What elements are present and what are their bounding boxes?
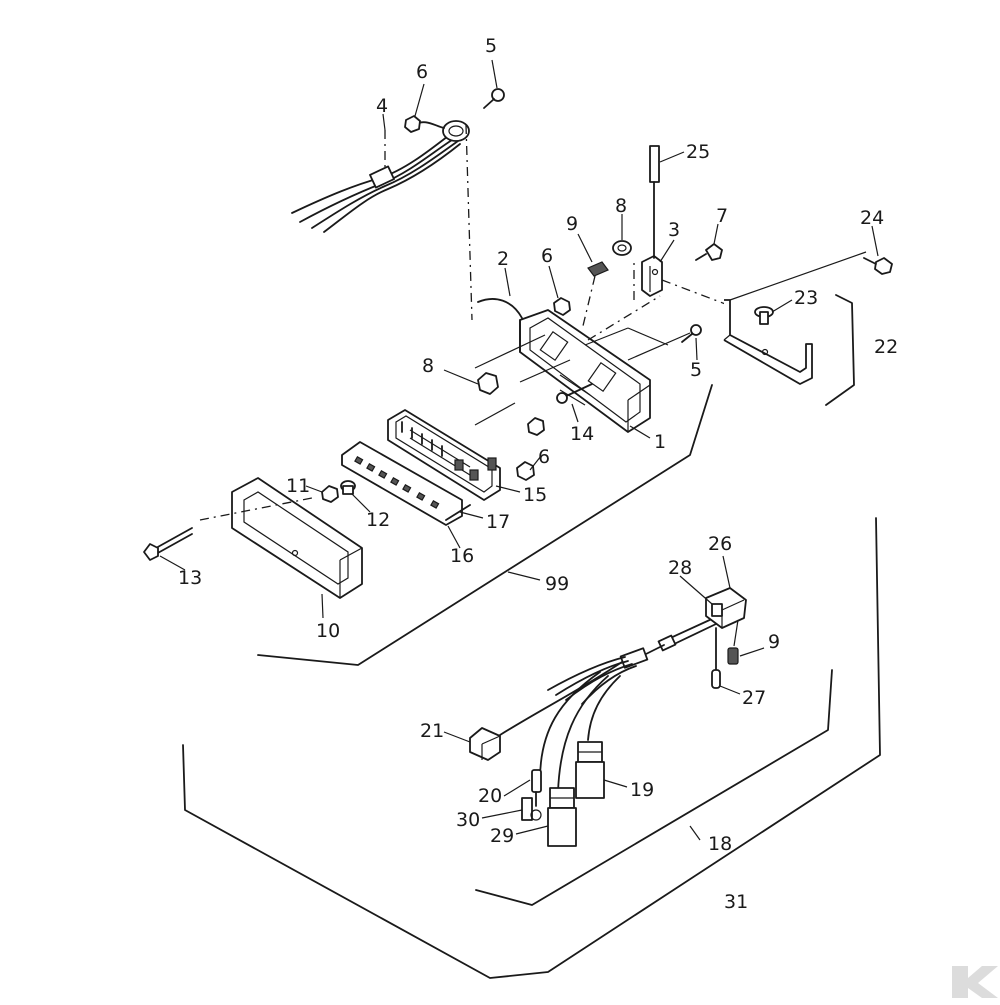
bolt-14 (556, 383, 593, 404)
callout-9-bottom: 9 (768, 631, 780, 653)
axis-grommet (465, 124, 473, 321)
nut-8-top (612, 240, 632, 256)
nut-11 (321, 485, 339, 503)
display-panel-16 (341, 441, 471, 526)
nut-8-left (477, 372, 499, 395)
callout-4: 4 (376, 95, 388, 117)
callout-19: 19 (630, 779, 654, 801)
callout-1: 1 (654, 431, 666, 453)
leader-housing-a (584, 327, 629, 346)
callout-5-top: 5 (485, 35, 497, 57)
callout-11: 11 (286, 475, 310, 497)
callout-28: 28 (668, 557, 692, 579)
circuit-board-15 (387, 409, 501, 501)
knob-12 (340, 480, 356, 495)
cable-harness-top (291, 120, 470, 233)
callout-3: 3 (668, 219, 680, 241)
callout-9-top: 9 (566, 213, 578, 235)
hinge-bracket-3 (641, 255, 663, 297)
callout-20: 20 (478, 785, 502, 807)
callout-23: 23 (794, 287, 818, 309)
leader-bracket-24 (729, 251, 867, 301)
bracket-99 (257, 384, 713, 666)
callout-8-top: 8 (615, 195, 627, 217)
bracket-18 (475, 669, 833, 906)
cable-harness-18 (499, 617, 717, 793)
nut-6-front (516, 461, 535, 481)
leader-housing-e (474, 334, 546, 369)
logo-k-icon (952, 966, 998, 998)
leader-housing-b (627, 327, 669, 346)
callout-16: 16 (450, 545, 474, 567)
leader-housing-d (519, 359, 571, 383)
bezel-frame-10 (231, 477, 363, 599)
screw-5-right (681, 324, 702, 343)
callout-24: 24 (860, 207, 884, 229)
callout-18: 18 (708, 833, 732, 855)
nut-6-housing (553, 297, 571, 316)
bolt-13 (143, 527, 193, 561)
screw-5-top (483, 88, 505, 109)
knob-23 (754, 306, 774, 325)
callout-22: 22 (874, 336, 898, 358)
leader-lines (159, 59, 879, 841)
callout-10: 10 (316, 620, 340, 642)
sensor-19 (575, 741, 605, 799)
callout-6-housing: 6 (541, 245, 553, 267)
callout-31: 31 (724, 891, 748, 913)
axis-hinge (661, 279, 729, 306)
nut-6-top (404, 115, 421, 133)
probe-20 (531, 769, 542, 807)
callout-5-right: 5 (690, 359, 702, 381)
connector-26 (705, 587, 747, 629)
screw-24 (863, 257, 893, 275)
callout-15: 15 (523, 484, 547, 506)
callout-14: 14 (570, 423, 594, 445)
pin-25 (649, 145, 660, 259)
callout-17: 17 (486, 511, 510, 533)
clip-9-bottom (727, 647, 739, 665)
callout-8-left: 8 (422, 355, 434, 377)
clip-9-top (587, 261, 609, 277)
bracket-22 (825, 294, 855, 406)
callout-25: 25 (686, 141, 710, 163)
callout-29: 29 (490, 825, 514, 847)
axis-9-top (581, 275, 596, 331)
mounting-bracket-22 (723, 299, 813, 385)
callout-2: 2 (497, 248, 509, 270)
plug-21 (469, 727, 501, 761)
callout-6-top: 6 (416, 61, 428, 83)
callout-6-front: 6 (538, 446, 550, 468)
bracket-31 (182, 517, 881, 979)
callout-30: 30 (456, 809, 480, 831)
callout-7: 7 (716, 205, 728, 227)
nut-6-mid (527, 417, 545, 436)
sensor-29 (547, 787, 577, 847)
housing-2 (477, 298, 651, 433)
clamp-30 (521, 797, 542, 821)
callout-12: 12 (366, 509, 390, 531)
callout-27: 27 (742, 687, 766, 709)
leader-clip-9b (733, 619, 739, 647)
callout-26: 26 (708, 533, 732, 555)
leader-housing-c (627, 332, 691, 361)
axis-hinge-b (587, 295, 661, 341)
callout-21: 21 (420, 720, 444, 742)
leader-housing-f (474, 402, 516, 426)
callout-13: 13 (178, 567, 202, 589)
axis-bezel (199, 497, 313, 521)
callout-99: 99 (545, 573, 569, 595)
screw-7 (695, 243, 723, 261)
terminal-27 (711, 627, 721, 689)
